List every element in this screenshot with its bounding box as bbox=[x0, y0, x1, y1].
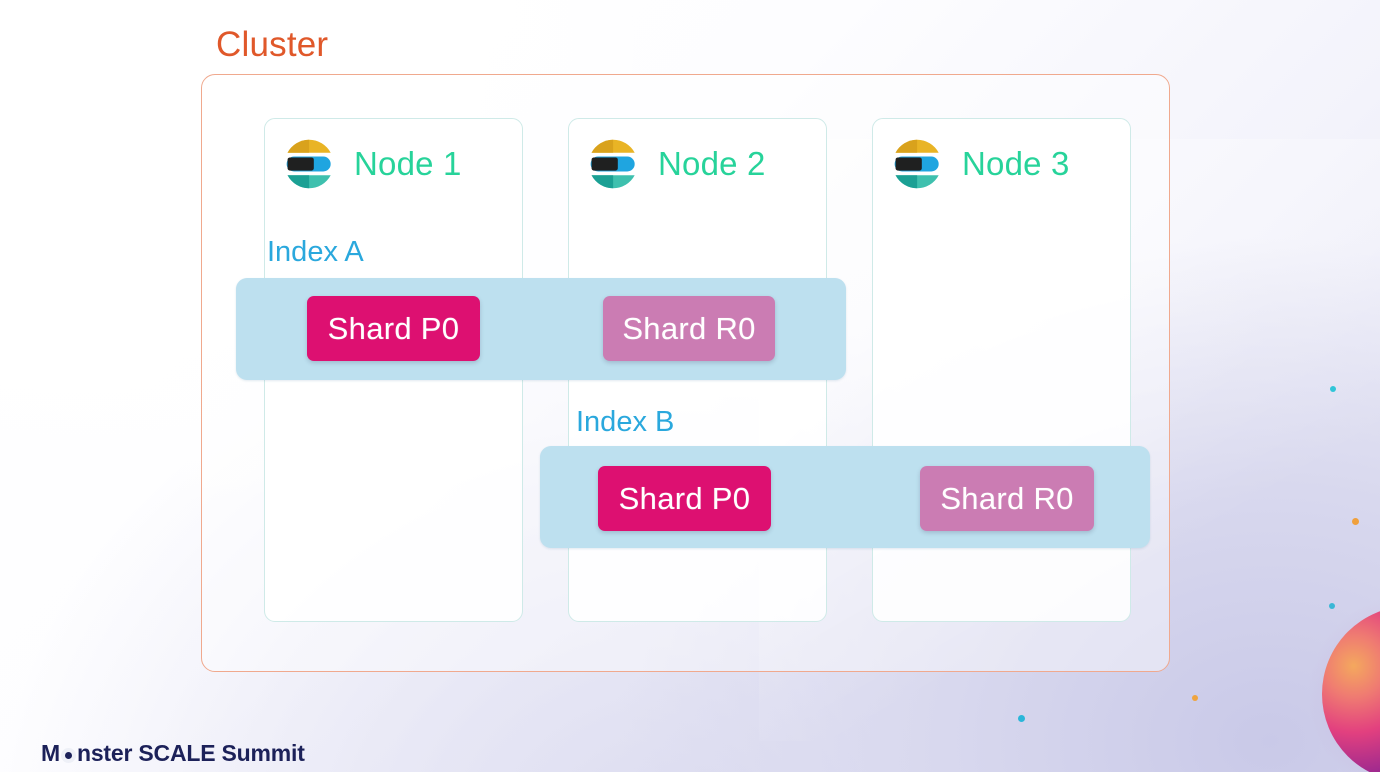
node-header-1: Node 1 bbox=[281, 134, 462, 194]
shard-a-replica-0[interactable]: Shard R0 bbox=[603, 296, 775, 361]
brand-text-part2: nster SCALE Summit bbox=[76, 740, 305, 766]
footer-brand: M nster SCALE Summit bbox=[41, 740, 305, 767]
node-header-2: Node 2 bbox=[585, 134, 766, 194]
elasticsearch-logo-icon bbox=[585, 134, 645, 194]
node-label-3: Node 3 bbox=[962, 145, 1070, 182]
cyan-dot-icon bbox=[1329, 603, 1335, 609]
brand-text-part1: M bbox=[41, 740, 60, 766]
eye-glyph-icon bbox=[60, 748, 76, 763]
shard-b-replica-0[interactable]: Shard R0 bbox=[920, 466, 1094, 531]
orange-dot-icon bbox=[1192, 695, 1198, 701]
cluster-title: Cluster bbox=[216, 25, 329, 64]
elasticsearch-logo-icon bbox=[889, 134, 949, 194]
node-header-3: Node 3 bbox=[889, 134, 1070, 194]
shard-a-primary-0[interactable]: Shard P0 bbox=[307, 296, 480, 361]
orange-dot-icon bbox=[1352, 518, 1359, 525]
index-b-title: Index B bbox=[576, 406, 675, 438]
node-label-2: Node 2 bbox=[658, 145, 766, 182]
index-a-title: Index A bbox=[267, 236, 364, 268]
cyan-dot-icon bbox=[1018, 715, 1025, 722]
shard-b-primary-0[interactable]: Shard P0 bbox=[598, 466, 771, 531]
elasticsearch-logo-icon bbox=[281, 134, 341, 194]
node-label-1: Node 1 bbox=[354, 145, 462, 182]
cyan-dot-icon bbox=[1330, 386, 1336, 392]
